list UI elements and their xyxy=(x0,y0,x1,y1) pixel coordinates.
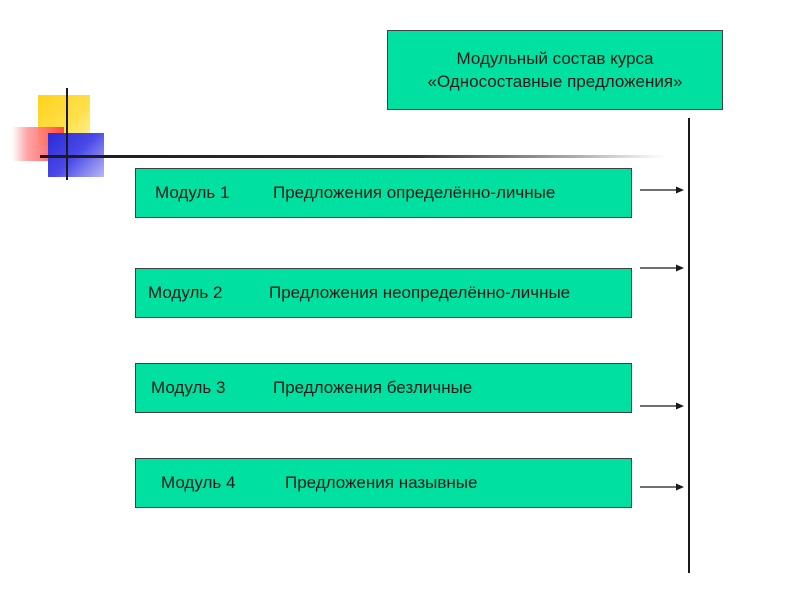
module-topic: Предложения неопределённо-личные xyxy=(269,283,571,302)
module-box-4: Модуль 4 Предложения назывные xyxy=(135,458,632,508)
module-box-2: Модуль 2 Предложения неопределённо-личны… xyxy=(135,268,632,318)
module-label: Модуль 3 xyxy=(151,378,226,397)
logo-vertical-line xyxy=(66,88,68,180)
connector-arrow-3 xyxy=(640,401,684,411)
connector-arrow-4 xyxy=(640,482,684,492)
module-topic: Предложения назывные xyxy=(285,473,478,492)
module-label: Модуль 2 xyxy=(148,283,223,302)
module-label: Модуль 4 xyxy=(161,473,236,492)
course-title-line1: Модульный состав курса xyxy=(456,49,654,68)
connector-arrow-1 xyxy=(640,185,684,195)
course-title-box: Модульный состав курса «Односоставные пр… xyxy=(387,30,723,110)
course-title-line2: «Односоставные предложения» xyxy=(427,72,683,91)
module-box-1: Модуль 1 Предложения определённо-личные xyxy=(135,168,632,218)
connector-arrow-2 xyxy=(640,263,684,273)
connector-vertical-line xyxy=(688,118,690,573)
module-topic: Предложения определённо-личные xyxy=(273,183,556,202)
header-divider-line xyxy=(40,155,665,158)
module-label: Модуль 1 xyxy=(155,183,230,202)
module-box-3: Модуль 3 Предложения безличные xyxy=(135,363,632,413)
module-topic: Предложения безличные xyxy=(273,378,473,397)
